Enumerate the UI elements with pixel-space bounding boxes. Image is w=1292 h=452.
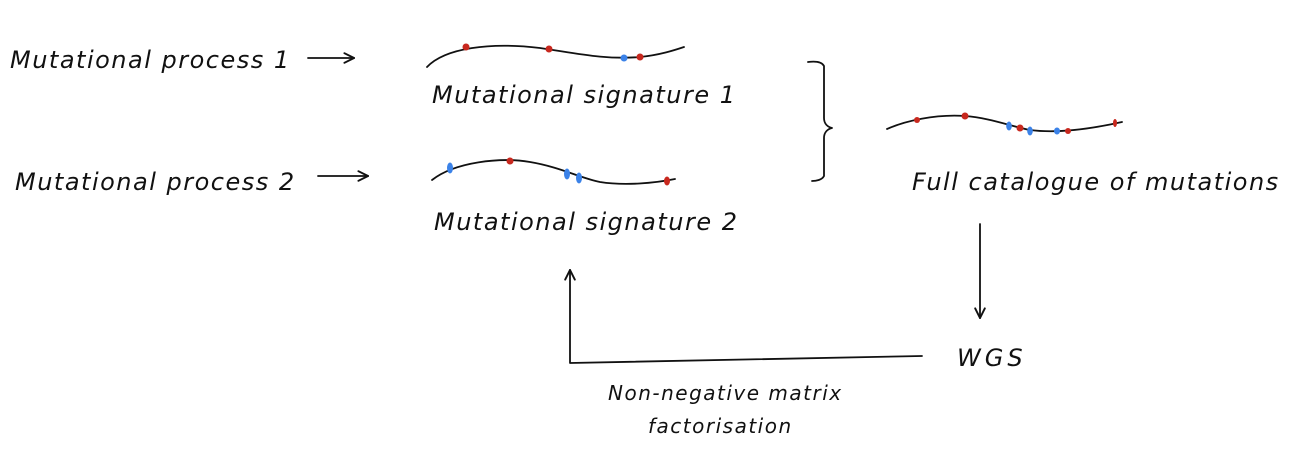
mutation-marker-blue: [1027, 126, 1033, 136]
signature-1-label: Mutational signature 1: [432, 81, 737, 109]
nmf-return-arrow: [570, 270, 923, 364]
signature-1-mutations: [462, 43, 644, 62]
mutation-marker-red: [961, 112, 969, 120]
full-catalogue-mutations: [914, 112, 1117, 136]
signature-2-mutations: [447, 157, 670, 186]
full-catalogue-genome-strand: [886, 114, 1123, 133]
mutation-marker-red: [1016, 124, 1024, 132]
mutation-marker-red: [664, 176, 670, 186]
mutation-marker-red: [545, 45, 553, 53]
signature-1-genome-strand: [426, 44, 685, 68]
signature-2-genome-strand: [431, 159, 676, 185]
mutation-marker-red: [1065, 128, 1071, 134]
signature-2-label: Mutational signature 2: [434, 208, 739, 236]
full-catalogue-label: Full catalogue of mutations: [912, 168, 1280, 196]
nmf-caption-line-2: factorisation: [648, 414, 793, 438]
mutation-marker-blue: [564, 168, 570, 180]
nmf-caption-line-1: Non-negative matrix: [608, 381, 843, 405]
mutation-marker-blue: [1054, 127, 1060, 135]
mutation-marker-red: [914, 117, 920, 123]
mutation-marker-red: [636, 53, 644, 61]
mutation-marker-red: [462, 43, 470, 51]
mutation-marker-blue: [576, 172, 582, 184]
process-2-label: Mutational process 2: [15, 168, 296, 196]
combine-brace: [807, 60, 833, 182]
process-1-label: Mutational process 1: [10, 46, 291, 74]
mutation-marker-blue: [1006, 121, 1012, 131]
mutation-marker-red: [506, 157, 514, 165]
mutation-marker-blue: [620, 54, 628, 62]
mutation-marker-red: [1113, 119, 1117, 127]
mutation-marker-blue: [447, 162, 453, 174]
wgs-label: WGS: [957, 344, 1027, 372]
